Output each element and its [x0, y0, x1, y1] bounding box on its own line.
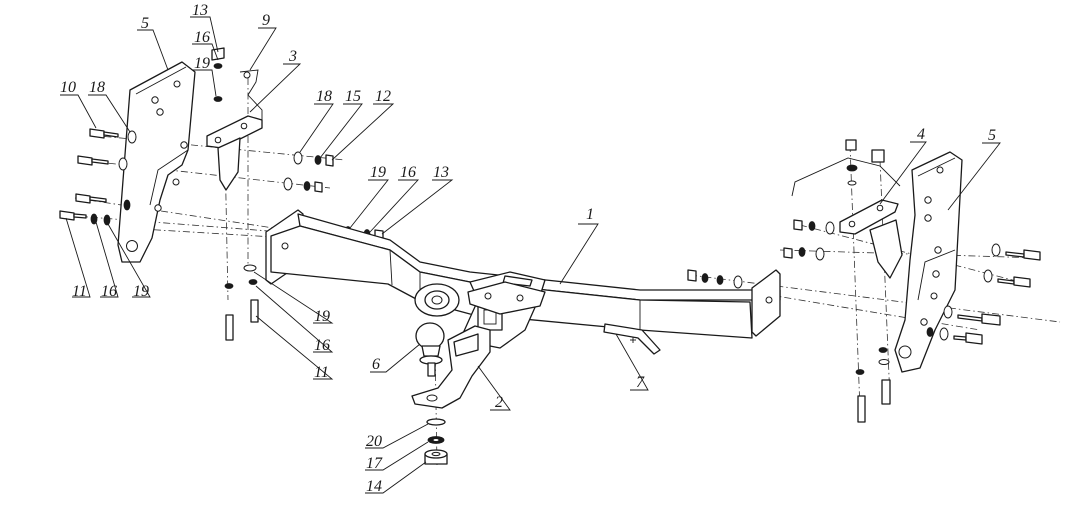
callout-13-top: 13 [192, 2, 208, 19]
callout-11-left: 11 [72, 283, 87, 300]
callout-16-left: 16 [101, 283, 117, 300]
callout-20: 20 [366, 433, 382, 450]
callout-16-mid: 16 [400, 164, 416, 181]
callout-11-mid: 11 [314, 364, 329, 381]
callout-7: 7 [636, 374, 645, 391]
callout-19-left: 19 [133, 283, 149, 300]
right-top-bracket [791, 139, 903, 279]
callout-16-low: 16 [314, 337, 330, 354]
callout-19-top: 19 [194, 55, 210, 72]
callout-15: 15 [345, 88, 361, 105]
callout-19-mid: 19 [370, 164, 386, 181]
callout-19-low: 19 [314, 308, 330, 325]
leader-lines [60, 16, 1001, 494]
callout-4: 4 [917, 126, 925, 143]
callout-5-left: 5 [141, 15, 149, 32]
callout-18-mid: 18 [316, 88, 332, 105]
callout-labels: 1 2 3 4 5 5 6 7 9 10 11 11 12 13 13 14 1… [60, 2, 996, 495]
tow-ball [415, 322, 445, 377]
right-side-bracket [894, 151, 963, 373]
left-outer-fasteners [59, 128, 137, 226]
callout-2: 2 [495, 394, 503, 411]
callout-6: 6 [372, 356, 380, 373]
callout-10: 10 [60, 79, 76, 96]
right-mid-fasteners [783, 219, 891, 423]
callout-3: 3 [288, 48, 297, 65]
callout-13-mid: 13 [433, 164, 449, 181]
callout-12: 12 [375, 88, 391, 105]
callout-1: 1 [586, 206, 594, 223]
callout-18-left: 18 [89, 79, 105, 96]
main-cross-beam [265, 209, 781, 349]
ball-mount [411, 325, 491, 409]
callout-17: 17 [366, 455, 383, 472]
callout-16-top: 16 [194, 29, 210, 46]
left-top-bracket [206, 47, 263, 191]
right-outer-fasteners [926, 243, 1041, 345]
left-side-bracket [117, 61, 196, 263]
ball-fasteners [424, 418, 448, 465]
callout-5-right: 5 [988, 127, 996, 144]
socket-bracket [603, 323, 661, 355]
right-beam-fasteners [687, 269, 743, 289]
callout-9: 9 [262, 12, 270, 29]
callout-14: 14 [366, 478, 382, 495]
